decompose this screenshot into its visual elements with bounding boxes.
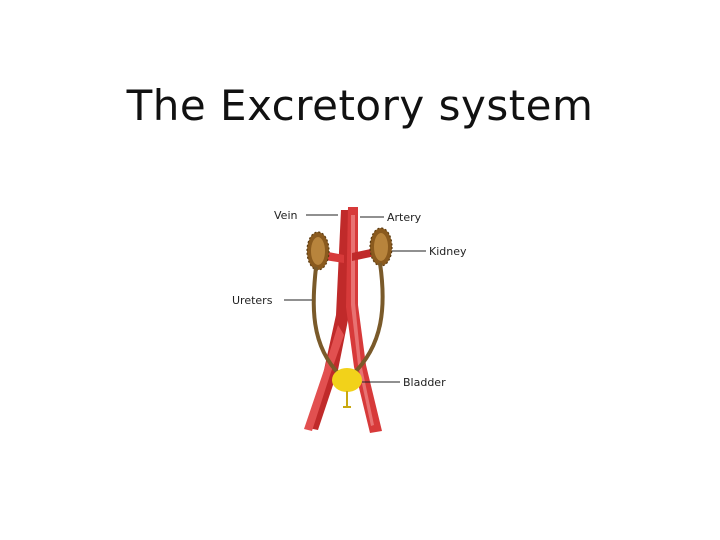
vena-cava bbox=[308, 210, 351, 430]
excretory-system-diagram: Vein Artery Kidney Ureters Bladder bbox=[232, 207, 467, 433]
ureter-right bbox=[350, 262, 385, 377]
slide-title: The Excretory system bbox=[126, 81, 594, 130]
label-bladder: Bladder bbox=[403, 376, 446, 389]
ureter-left bbox=[311, 266, 342, 377]
kidney-left bbox=[306, 231, 330, 271]
iliac-branch bbox=[304, 325, 344, 431]
bladder bbox=[332, 368, 362, 408]
label-vein: Vein bbox=[274, 209, 297, 222]
kidney-right bbox=[369, 227, 393, 267]
artery-highlight bbox=[351, 215, 374, 426]
label-kidney: Kidney bbox=[429, 245, 467, 258]
label-ureters: Ureters bbox=[232, 294, 273, 307]
label-artery: Artery bbox=[387, 211, 422, 224]
